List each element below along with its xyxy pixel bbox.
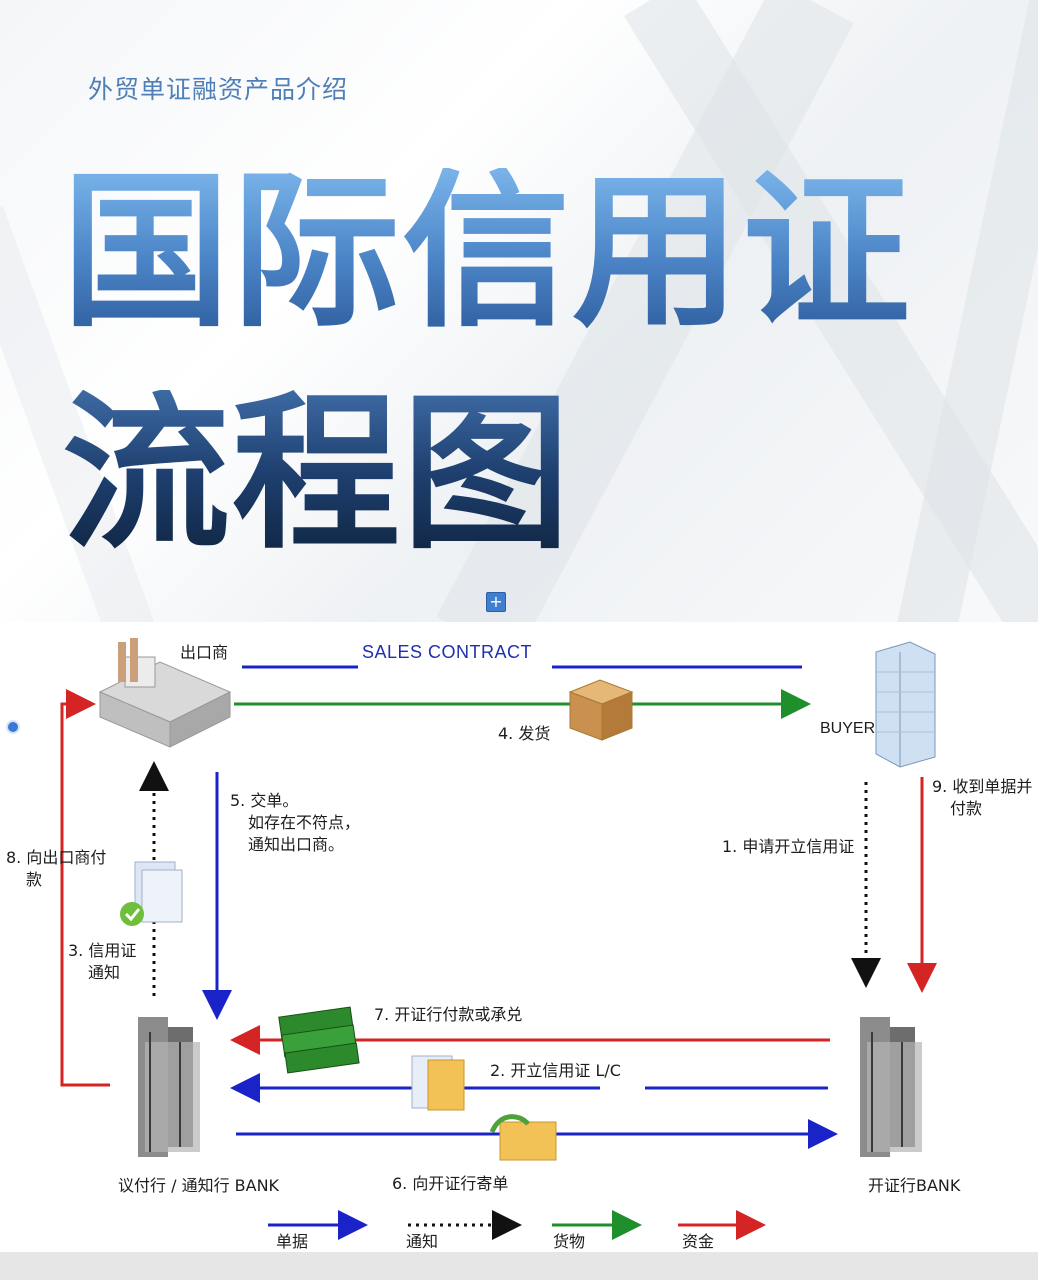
buyer-label: BUYER	[820, 720, 876, 737]
step7-label: 7. 开证行付款或承兑	[374, 1005, 523, 1024]
folder-documents-icon	[411, 1055, 465, 1111]
step3-label-line1: 3. 信用证	[68, 941, 137, 960]
legend-documents-label: 单据	[276, 1232, 309, 1251]
money-stack-icon	[278, 1006, 360, 1074]
office-tower-icon	[875, 641, 936, 768]
document-check-icon	[120, 861, 183, 926]
bank-building-icon	[138, 1017, 200, 1157]
step5-label-line1: 5. 交单。	[230, 791, 299, 810]
page-title-line1: 国际信用证	[62, 154, 912, 350]
step4-label: 4. 发货	[498, 724, 551, 743]
lc-flow-diagram: SALES CONTRACT 出口商 BUYER 4. 发货 5. 交单。 如存…	[0, 622, 1038, 1280]
step8-label-line2: 款	[26, 870, 43, 889]
page-subtitle: 外贸单证融资产品介绍	[88, 75, 349, 104]
legend-goods-label: 货物	[553, 1232, 586, 1251]
step9-label-line2: 付款	[950, 799, 983, 818]
step6-label: 6. 向开证行寄单	[392, 1174, 509, 1193]
legend-funds-label: 资金	[682, 1232, 715, 1251]
page-title-line2: 流程图	[62, 376, 572, 572]
step1-label: 1. 申请开立信用证	[722, 837, 855, 856]
step9-label-line1: 9. 收到单据并	[932, 777, 1033, 796]
issuing-bank-label: 开证行BANK	[868, 1176, 961, 1195]
step5-label-line2: 如存在不符点，	[248, 813, 361, 832]
factory-icon	[98, 638, 232, 748]
bottom-strip	[0, 1252, 1038, 1280]
expand-button[interactable]: +	[486, 592, 506, 612]
sales-contract-label: SALES CONTRACT	[362, 642, 533, 662]
folder-send-icon	[489, 1114, 557, 1161]
step3-label-line2: 通知	[88, 963, 121, 982]
exporter-label: 出口商	[180, 643, 229, 662]
bank-building-icon	[860, 1017, 922, 1157]
step5-label-line3: 通知出口商。	[248, 835, 345, 854]
flow-arrows	[60, 638, 937, 1240]
slide-indicator-dot[interactable]	[8, 722, 18, 732]
advising-bank-label: 议付行 / 通知行 BANK	[118, 1176, 280, 1195]
header-banner: 外贸单证融资产品介绍 国际信用证 流程图 +	[0, 0, 1038, 622]
step2-label: 2. 开立信用证 L/C	[490, 1061, 621, 1080]
legend-notice-label: 通知	[406, 1232, 439, 1251]
package-box-icon	[568, 679, 634, 741]
step8-label-line1: 8. 向出口商付	[6, 848, 107, 867]
